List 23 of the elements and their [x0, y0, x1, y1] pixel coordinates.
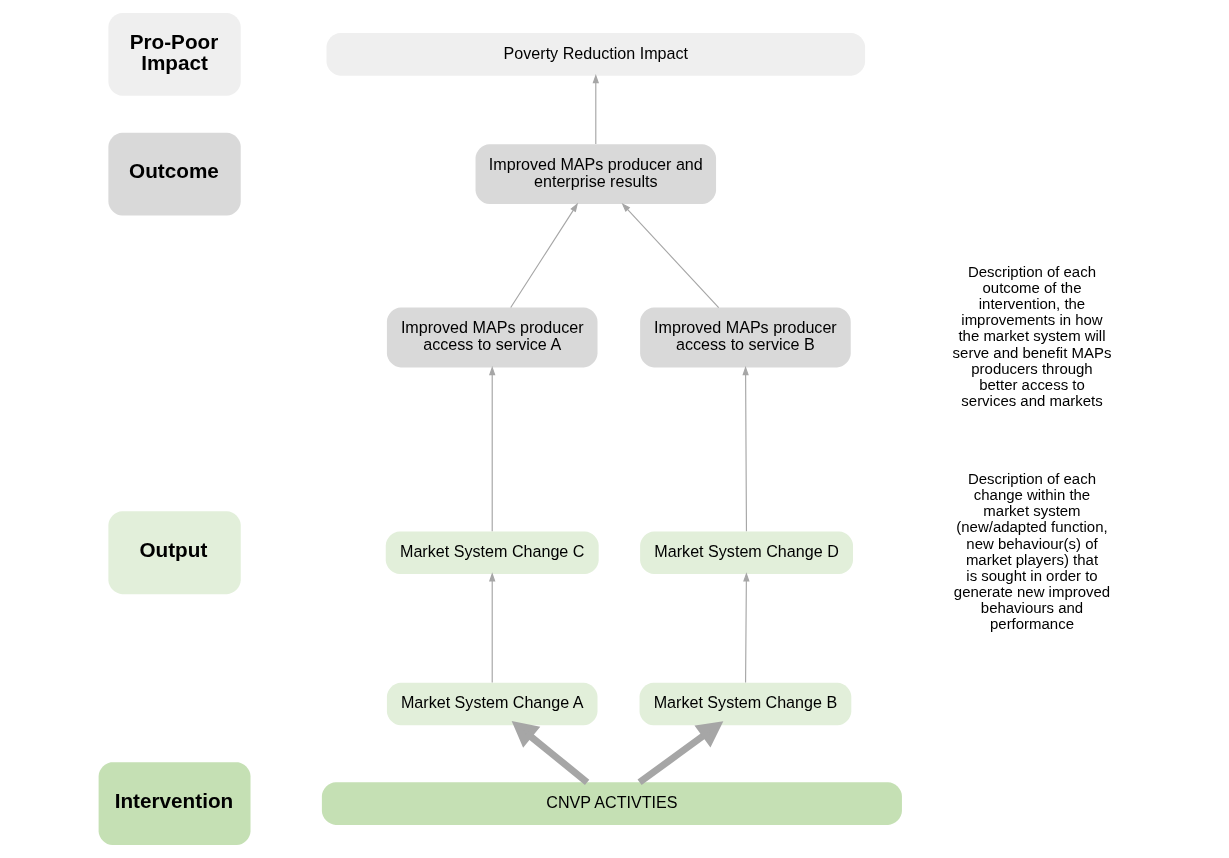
arrow: [489, 366, 496, 532]
arrow: [511, 721, 590, 785]
node-box: Improved MAPs producer access to service A: [386, 307, 598, 368]
arrow: [592, 74, 599, 145]
label: Description of each change within the market system (new/adapted function, new behaviour(s) of market players) that is sought in order to generate new improved behaviours and performance: [953, 470, 1111, 633]
node-box: Intervention: [98, 762, 251, 846]
arrow: [510, 202, 579, 309]
node-box: Output: [108, 511, 241, 595]
arrow: [742, 366, 749, 532]
node-box: Improved MAPs producer access to service B: [640, 307, 851, 368]
node-box: Improved MAPs producer and enterprise results: [475, 144, 717, 204]
node-box: Outcome: [108, 132, 241, 216]
node-box: Market System Change D: [640, 531, 854, 574]
node-box: Market System Change C: [385, 531, 599, 574]
arrow: [637, 721, 724, 786]
node-box: Market System Change B: [639, 682, 852, 726]
arrow: [621, 203, 720, 309]
label: Description of each outcome of the intervention, the improvements in how the market system will serve and benefit MAPs producers through better access to services and markets: [952, 262, 1112, 409]
node-box: CNVP ACTIVTIES: [321, 782, 902, 825]
arrow: [489, 572, 496, 684]
node-box: Market System Change A: [386, 682, 598, 726]
node-box: Poverty Reduction Impact: [326, 33, 866, 76]
arrow: [743, 572, 750, 684]
